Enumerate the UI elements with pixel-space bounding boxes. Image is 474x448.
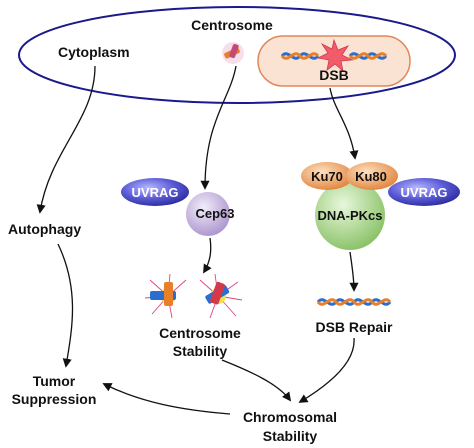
arrow-centrosome-stability-to-chromosomal-stability	[221, 359, 292, 402]
ku70-label: Ku70	[311, 169, 343, 184]
dna-pkcs-label: DNA-PKcs	[317, 208, 382, 223]
centrosome-stability-label-line2: Stability	[173, 343, 228, 359]
uvrag-left-node	[121, 178, 189, 206]
arrow-centrosome-to-cep63	[200, 65, 237, 190]
cep63-label: Cep63	[195, 206, 234, 221]
uvrag-right-node	[388, 178, 460, 206]
uvrag-left-label: UVRAG	[132, 185, 179, 200]
cytoplasm-label: Cytoplasm	[58, 44, 130, 60]
arrow-cytoplasm-to-autophagy	[36, 65, 96, 214]
uvrag-right-label: UVRAG	[401, 185, 448, 200]
repaired-dna-icon	[316, 298, 392, 306]
dsb-label: DSB	[319, 67, 349, 83]
dsb-repair-label: DSB Repair	[315, 319, 393, 335]
broken-dna-icon	[280, 38, 388, 73]
cep63-node	[186, 192, 230, 236]
centrosome-icon	[222, 42, 244, 64]
arrow-dsb-to-ku	[329, 87, 359, 160]
arrow-dna-pkcs-to-dsb-repair	[349, 251, 359, 292]
stable-centrosome-icon	[144, 273, 243, 319]
tumor-suppression-label-line2: Suppression	[12, 391, 97, 407]
dna-pkcs-node	[315, 180, 385, 250]
ku80-node	[346, 162, 398, 190]
arrow-chromosomal-stability-to-tumor-suppression	[102, 383, 231, 415]
arrow-autophagy-to-tumor-suppression	[57, 243, 74, 368]
arrow-cep63-to-centrosome-stability	[203, 237, 212, 274]
ku80-label: Ku80	[355, 169, 387, 184]
autophagy-label: Autophagy	[8, 221, 81, 237]
centrosome-stability-label-line1: Centrosome	[159, 325, 241, 341]
cytoplasm-outline	[18, 6, 456, 104]
chromosomal-stability-label-line1: Chromosomal	[243, 409, 337, 425]
arrow-dsb-repair-to-chromosomal-stability	[298, 337, 355, 403]
tumor-suppression-label-line1: Tumor	[33, 373, 76, 389]
ku70-node	[301, 162, 353, 190]
chromosomal-stability-label-line2: Stability	[263, 428, 318, 444]
centrosome-label: Centrosome	[191, 17, 273, 33]
